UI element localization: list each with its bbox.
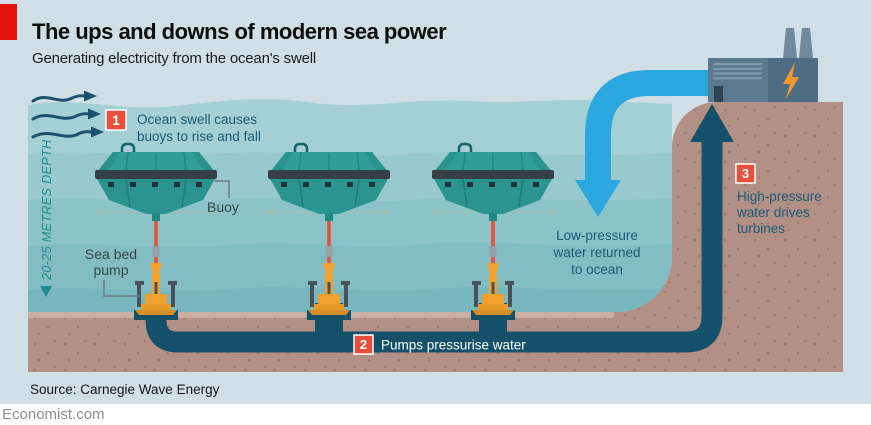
step2-badge — [353, 334, 374, 355]
step3-line1: High-pressure — [737, 189, 822, 204]
seabed-pump-label-line1: Sea bed — [85, 246, 137, 262]
down-arrow-icon — [575, 180, 621, 217]
depth-label-text: 20-25 METRES DEPTH — [40, 139, 54, 281]
step1-line1: Ocean swell causes — [137, 112, 257, 127]
page-subtitle: Generating electricity from the ocean's … — [32, 50, 316, 67]
seabed-and-land — [28, 102, 843, 372]
low-pressure-line1: Low-pressure — [556, 228, 638, 243]
step3-line2: water drives — [736, 205, 810, 220]
step1-line2: buoys to rise and fall — [137, 129, 261, 144]
lightning-bolt-icon — [783, 62, 799, 99]
low-pressure-pipe — [575, 70, 712, 217]
low-pressure-line2: water returned — [552, 245, 640, 260]
depth-label: 20-25 METRES DEPTH — [40, 139, 54, 297]
buoy-label: Buoy — [207, 199, 239, 215]
depth-marker-triangle-icon — [40, 286, 52, 297]
low-pressure-annotation: Low-pressure water returned to ocean — [552, 228, 640, 277]
chimney-icon — [799, 28, 813, 58]
source-note: Source: Carnegie Wave Energy — [30, 382, 220, 397]
step3-badge — [735, 163, 756, 184]
step2-text: Pumps pressurise water — [381, 338, 526, 353]
seabed-pump-callout: Sea bed pump — [85, 246, 140, 297]
economist-red-tab — [0, 4, 17, 40]
step1-badge — [105, 109, 127, 131]
page-title: The ups and downs of modern sea power — [32, 19, 447, 44]
step1-number: 1 — [112, 113, 120, 128]
step2-number: 2 — [360, 337, 367, 352]
step3-annotation: 3 High-pressure water drives turbines — [735, 163, 822, 236]
step3-number: 3 — [742, 166, 749, 181]
low-pressure-line3: to ocean — [571, 262, 623, 277]
buoy-callout-line — [215, 180, 230, 198]
vent-slats-icon — [713, 63, 762, 80]
step1-annotation: 1 Ocean swell causes buoys to rise and f… — [105, 109, 261, 144]
seabed-pump-callout-line — [103, 280, 140, 297]
footer-strip — [0, 404, 871, 425]
chimney-icon — [783, 28, 797, 58]
door-icon — [714, 86, 723, 102]
step2-annotation: 2 Pumps pressurise water — [353, 334, 526, 355]
buoy-callout: Buoy — [207, 180, 239, 215]
step3-line3: turbines — [737, 221, 785, 236]
up-arrow-icon — [690, 104, 734, 142]
site-byline: Economist.com — [2, 406, 105, 423]
seabed-pump-label-line2: pump — [93, 262, 128, 278]
swell-arrows-icon — [31, 90, 104, 139]
power-station — [708, 28, 818, 102]
